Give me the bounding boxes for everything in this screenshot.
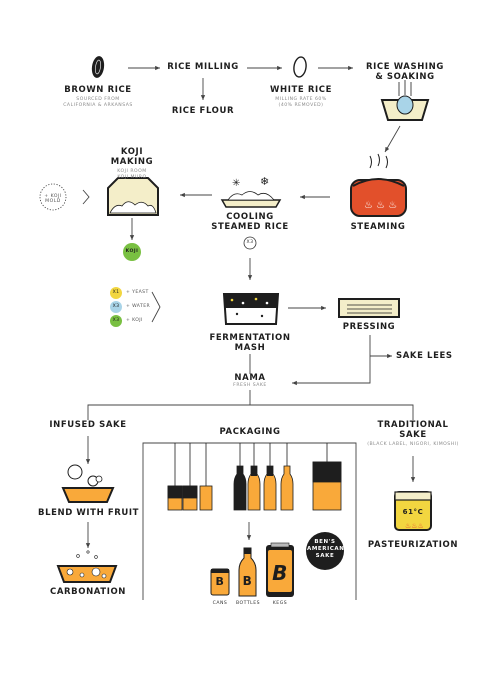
svg-text:♨♨♨: ♨♨♨: [405, 522, 424, 530]
flow-arrows: [85, 65, 416, 600]
brand-badge-line-1: BEN'S: [314, 539, 336, 545]
traditional-sake-label-line-2: SAKE: [399, 430, 427, 440]
ingredient-yeast-badge: X1: [112, 290, 120, 295]
brown-rice-label: BROWN RICE: [64, 85, 132, 95]
white-rice-milling-rate: MILLING RATE 60%: [275, 97, 327, 102]
can-logo-letter: B: [215, 575, 225, 588]
final-packages-icon: [210, 532, 344, 597]
white-rice-label: WHITE RICE: [270, 85, 332, 95]
steaming-label: STEAMING: [350, 222, 406, 232]
ingredient-koji-badge: X3: [112, 318, 120, 323]
brand-badge-line-3: SAKE: [315, 553, 335, 559]
traditional-sake-label-line-1: TRADITIONAL: [377, 420, 449, 430]
cooling-label-line-2: STEAMED RICE: [211, 222, 289, 232]
koji-ball-label: KOJI: [125, 249, 139, 254]
rice-flour-label: RICE FLOUR: [171, 106, 235, 116]
white-rice-icon: [293, 56, 307, 78]
washing-bowl-icon: [380, 80, 430, 121]
blend-with-fruit-label: BLEND WITH FRUIT: [38, 508, 140, 518]
rice-washing-label-line-2: & SOAKING: [375, 72, 435, 82]
svg-text:❄: ❄: [260, 175, 269, 188]
nama-label: NAMA: [234, 373, 266, 383]
brown-rice-icon: [91, 56, 105, 78]
cooling-repeat-label: X3: [246, 240, 254, 245]
svg-text:♨ ♨ ♨: ♨ ♨ ♨: [364, 200, 397, 211]
cooling-tray-icon: ✳ ❄: [220, 175, 282, 208]
pasteurization-label: PASTEURIZATION: [367, 540, 459, 550]
chevron-right-icon: [151, 291, 161, 323]
pasteurization-temperature: 61°C: [402, 508, 424, 516]
bottle-logo-letter: B: [242, 574, 253, 588]
sake-lees-label: SAKE LEES: [396, 351, 453, 361]
infused-sake-label: INFUSED SAKE: [49, 420, 127, 430]
koji-making-label-line-2: MAKING: [110, 157, 154, 167]
repeat-badge: [243, 236, 257, 250]
rice-washing-label-line-1: RICE WASHING: [366, 62, 444, 72]
cans-label: CANS: [212, 601, 228, 606]
koji-muro-label: KOJI MURO: [117, 175, 147, 180]
pasteurization-jar-icon: ♨♨♨: [394, 491, 432, 531]
press-icon: [338, 298, 400, 318]
cooling-label-line-1: COOLING: [226, 212, 274, 222]
ingredient-water-label: + WATER: [126, 304, 151, 309]
brown-rice-source-line-2: CALIFORNIA & ARKANSAS: [63, 103, 133, 108]
fermentation-tank-icon: [222, 293, 280, 325]
carbonation-bowl-icon: [56, 550, 118, 583]
koji-ball-icon: [123, 243, 141, 261]
fermentation-label-line-1: FERMENTATION: [209, 333, 291, 343]
brand-badge-line-2: AMERICAN: [307, 546, 345, 552]
koji-mold-icon: [39, 183, 67, 211]
koji-mold-label: + KOJI MOLD: [44, 194, 62, 204]
brown-rice-source-line-1: SOURCED FROM: [76, 97, 120, 102]
carbonation-label: CARBONATION: [50, 587, 126, 597]
nama-sub-label: FRESH SAKE: [233, 383, 267, 388]
keg-logo-letter: B: [272, 561, 288, 585]
packaging-label: PACKAGING: [219, 427, 281, 437]
steaming-pot-icon: ♨ ♨ ♨: [350, 153, 407, 217]
packaging-bottles-icon: [167, 443, 342, 511]
koji-room-label: KOJI ROOM: [117, 169, 147, 174]
bottles-label: BOTTLES: [235, 601, 261, 606]
koji-room-icon: [107, 177, 159, 216]
svg-text:✳: ✳: [232, 178, 240, 189]
rice-milling-label: RICE MILLING: [167, 62, 239, 72]
traditional-sake-types: (BLACK LABEL, NIGORI, KIMOSHI): [367, 442, 459, 447]
fermentation-label-line-2: MASH: [234, 343, 266, 353]
koji-making-label-line-1: KOJI: [120, 147, 144, 157]
pressing-label: PRESSING: [342, 322, 396, 332]
white-rice-removed: (40% REMOVED): [278, 103, 324, 108]
fruit-bowl-icon: [61, 464, 115, 503]
kegs-label: KEGS: [272, 601, 288, 606]
ingredient-water-badge: X3: [112, 304, 120, 309]
chevron-right-icon: [82, 189, 90, 205]
ingredient-koji-label: + KOJI: [126, 318, 143, 323]
ingredient-badges: [110, 287, 122, 327]
ingredient-yeast-label: + YEAST: [126, 290, 149, 295]
